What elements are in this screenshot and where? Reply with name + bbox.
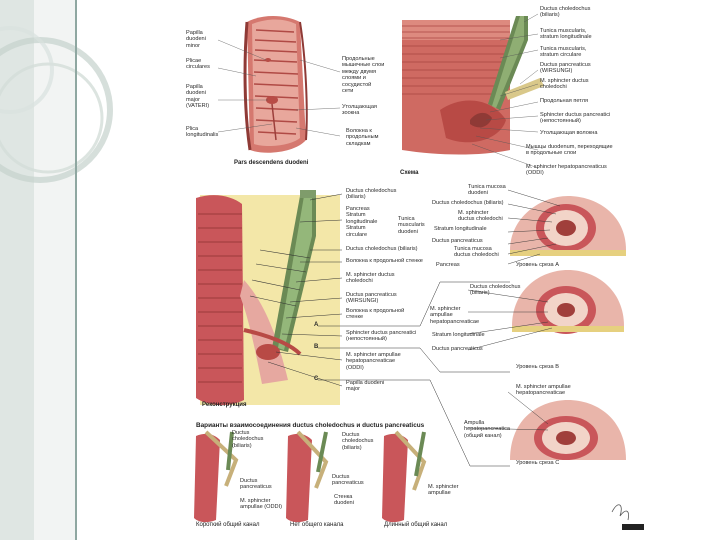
label-tunica-muscularis-mid: Tunica muscularis duodeni — [398, 216, 425, 235]
variant-short-canal — [194, 432, 236, 522]
caption-pars-descendens: Pars descendens duodeni — [234, 160, 308, 166]
label-fibers-longitudinal-layer: Волокна к продольной стенке — [346, 308, 404, 321]
label-sphincter-ampullae-top: M. sphincter hepatopancreaticus (ODDI) — [526, 164, 607, 177]
label-pancreaticus-variant-2: Ductus pancreaticus — [332, 474, 364, 487]
label-plicae-circulares: Plicae circulares — [186, 58, 210, 71]
label-papilla-minor: Papilla duodeni minor — [186, 30, 206, 49]
label-sphincter-choledochi-mid: M. sphincter ductus choledochi — [346, 272, 395, 285]
schema-illustration — [402, 16, 544, 155]
label-sphincter-choledochi-top: M. sphincter ductus choledochi — [540, 78, 589, 91]
label-folds: Волокна к продольным складкам — [346, 128, 379, 147]
label-duodenal-muscles: Мышцы duodenum, переходящие в продольные… — [526, 144, 613, 157]
marker-b: B — [314, 344, 318, 350]
label-stratum-longitudinale-mid: Pancreas Stratum longitudinale Stratum c… — [346, 206, 377, 238]
caption-no-canal: Нет общего канала — [290, 522, 344, 528]
label-level-a: Уровень среза A — [516, 262, 559, 268]
variants-title: Варианты взаимосоединения ductus choledo… — [196, 422, 424, 429]
label-sphincter-ampullae-b: M. sphincter ampullae hepatopancreaticae — [430, 306, 479, 325]
label-longitudinal-fold: Продольная петля — [540, 98, 588, 104]
label-level-c: Уровень среза C — [516, 460, 559, 466]
caption-schema: Схема — [400, 170, 418, 176]
label-tunica-circulare: Tunica muscularis, stratum circulare — [540, 46, 586, 59]
label-choledochus-biliaris-a: Ductus choledochus (biliaris) — [432, 200, 504, 206]
label-choledochus-variant-2: Ductus choledochus (biliaris) — [342, 432, 373, 451]
label-sphincter-variant-3: M. sphincter ampullae — [428, 484, 458, 497]
label-choledochus-b: Ductus choledochus (biliaris) — [470, 284, 520, 297]
section-b — [512, 270, 624, 334]
label-sphincter-pancreatici-top: Sphincter ductus pancreatici (непостоянн… — [540, 112, 610, 125]
label-fibers-longitudinal-mid: Волокна к продольной стенке — [346, 258, 423, 264]
label-papilla-major: Papilla duodeni major (VATERI) — [186, 84, 209, 110]
label-stratum-longitudinale-b: Stratum longitudinale — [432, 332, 485, 338]
label-sphincter-choledochi-a: M. sphincter ductus choledochi — [458, 210, 503, 223]
label-sphincter-pancreatici-mid: Sphincter ductus pancreatici (непостоянн… — [346, 330, 416, 343]
label-ductus-pancreaticus-mid: Ductus pancreaticus (WIRSUNGI) — [346, 292, 397, 305]
artist-signature — [612, 505, 629, 520]
label-pancreas-a: Pancreas — [436, 262, 460, 268]
label-level-b: Уровень среза B — [516, 364, 559, 370]
label-choledochus-biliaris-mid: Ductus choledochus (biliaris) — [346, 246, 418, 252]
label-sphincter-ampullae-c: M. sphincter ampullae hepatopancreaticae — [516, 384, 571, 397]
label-ampulla: Ampulla hepatopancreatica (общий канал) — [464, 420, 510, 439]
label-muscle-ring: Утолщающая зоокна — [342, 104, 377, 117]
label-ductus-pancreaticus-top: Ductus pancreaticus (WIRSUNGI) — [540, 62, 591, 75]
label-thickened-zone: Утолщающая волокна — [540, 130, 598, 136]
duodenum-open-section — [245, 16, 307, 153]
label-ductus-choledochus-top: Ductus choledochus (biliaris) — [540, 6, 590, 19]
publisher-watermark — [622, 524, 644, 530]
label-sphincter-ampullae-mid: M. sphincter ampullae hepatopancreaticae… — [346, 352, 401, 371]
section-c — [510, 400, 626, 460]
caption-long-canal: Длинный общий канал — [384, 522, 447, 528]
label-plica-longitudinalis: Plica longitudinalis — [186, 126, 218, 139]
label-papilla-mid: Papilla duodeni major — [346, 380, 384, 393]
label-ductus-pancreaticus-b: Ductus pancreaticus — [432, 346, 483, 352]
reconstruction-illustration — [196, 190, 340, 405]
label-sphincter-variant-1: M. sphincter ampullae (ODDI) — [240, 498, 282, 511]
label-ductus-choledochus-mid: Ductus choledochus (biliaris) — [346, 188, 396, 201]
variant-no-canal — [286, 432, 326, 522]
marker-a: A — [314, 322, 318, 328]
label-septum-variant-2: Стенка duodeni — [334, 494, 354, 507]
label-tunica-mucosa: Tunica mucosa duodeni — [468, 184, 506, 197]
label-tunica-mucosa-ductus: Tunica mucosa ductus choledochi — [454, 246, 499, 259]
marker-c: C — [314, 376, 318, 382]
variant-long-canal — [382, 432, 424, 522]
section-a — [510, 196, 626, 256]
label-tunica-longitudinale: Tunica muscularis, stratum longitudinale — [540, 28, 592, 41]
duodenal-wall-left — [196, 195, 244, 405]
caption-reconstruction: Реконструкция — [202, 402, 246, 408]
label-choledochus-variant-1: Ductus choledochus (biliaris) — [232, 430, 263, 449]
label-stratum-longitudinale-a: Stratum longitudinale — [434, 226, 487, 232]
caption-short-canal: Короткий общий канал — [196, 522, 259, 528]
label-muscle-fibers: Продольные мышечные слои междy двумя сло… — [342, 56, 384, 94]
label-pancreaticus-variant-1: Ductus pancreaticus — [240, 478, 272, 491]
label-ductus-pancreaticus-a: Ductus pancreaticus — [432, 238, 483, 244]
